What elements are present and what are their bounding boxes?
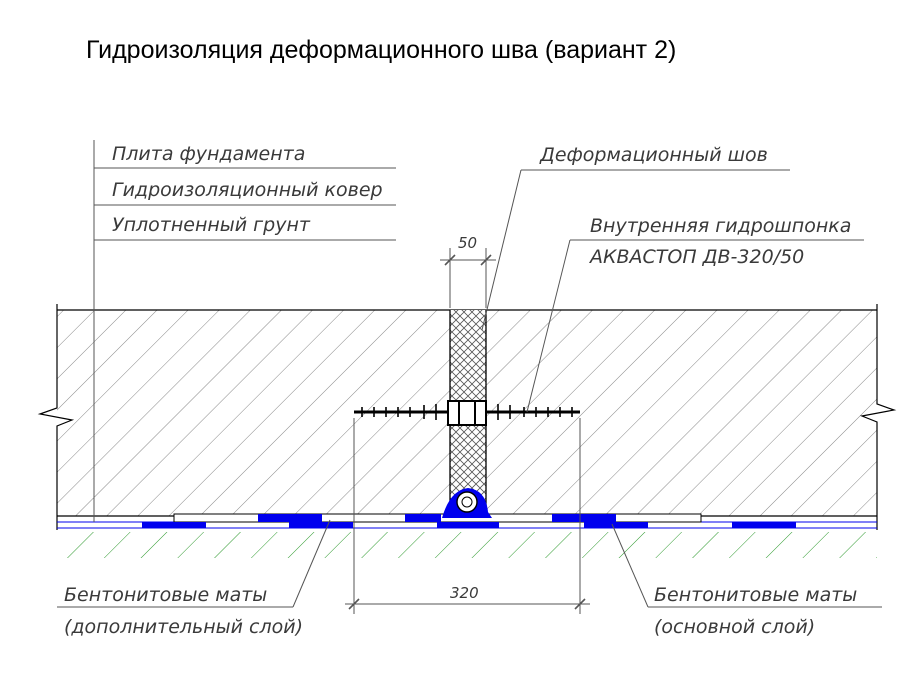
label-foundation-slab: Плита фундамента bbox=[112, 143, 305, 165]
label-waterstop-line2: АКВАСТОП ДВ-320/50 bbox=[588, 246, 804, 268]
label-compacted-soil: Уплотненный грунт bbox=[112, 214, 311, 236]
compacted-soil bbox=[57, 532, 877, 558]
label-deformation-joint: Деформационный шов bbox=[539, 144, 768, 166]
left-break-line bbox=[37, 304, 75, 530]
right-break-line bbox=[859, 304, 897, 530]
label-bentonite-main-line1: Бентонитовые маты bbox=[654, 584, 857, 606]
dimension-50-label: 50 bbox=[458, 234, 477, 252]
label-bentonite-additional-line2: (дополнительный слой) bbox=[64, 616, 303, 638]
joint-leader bbox=[481, 169, 790, 331]
dimension-50 bbox=[440, 248, 496, 308]
layer-label-block bbox=[93, 140, 396, 522]
internal-waterstop bbox=[354, 400, 580, 426]
bentonite-right-leader bbox=[611, 523, 882, 608]
label-bentonite-main-line2: (основной слой) bbox=[654, 616, 815, 638]
label-waterstop-line1: Внутренняя гидрошпонка bbox=[590, 215, 851, 237]
bentonite-additional-layer bbox=[258, 514, 616, 522]
joint-bulb bbox=[442, 488, 492, 518]
page-title: Гидроизоляция деформационного шва (вариа… bbox=[86, 36, 677, 64]
dimension-320-label: 320 bbox=[450, 584, 479, 602]
label-bentonite-additional-line1: Бентонитовые маты bbox=[64, 584, 267, 606]
dimension-320 bbox=[345, 418, 590, 614]
bentonite-main-layer bbox=[142, 522, 796, 528]
waterstop-leader bbox=[526, 239, 864, 413]
bentonite-left-leader bbox=[57, 519, 331, 608]
label-waterproofing-membrane: Гидроизоляционный ковер bbox=[112, 179, 383, 201]
